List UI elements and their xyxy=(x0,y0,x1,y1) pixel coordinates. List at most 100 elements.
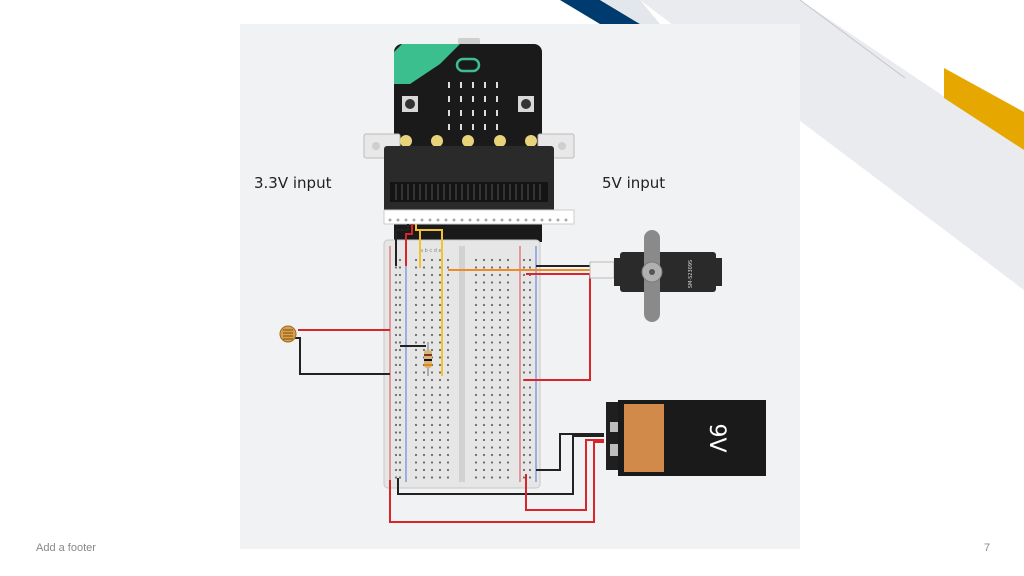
breadboard-hole xyxy=(430,453,434,457)
battery-terminal-top xyxy=(610,422,618,432)
breadboard-hole xyxy=(506,386,510,389)
breadboard-hole xyxy=(528,363,532,367)
breadboard-hole xyxy=(394,416,398,419)
breadboard-hole xyxy=(490,281,494,284)
breadboard-center-channel xyxy=(459,246,465,482)
breadboard-hole xyxy=(498,363,502,367)
breadboard-hole xyxy=(498,438,502,442)
breadboard-hole xyxy=(414,311,418,314)
breadboard-hole xyxy=(506,281,510,284)
breadboard-hole xyxy=(482,408,486,412)
breadboard-hole xyxy=(398,438,402,442)
breadboard-hole xyxy=(438,348,442,352)
breadboard-hole xyxy=(446,408,450,412)
breadboard-hole xyxy=(482,446,486,449)
breadboard-hole xyxy=(438,431,442,434)
breadboard-hole xyxy=(482,296,486,299)
breadboard-hole xyxy=(490,333,494,337)
breadboard-hole xyxy=(430,378,434,382)
breadboard-hole xyxy=(506,401,510,404)
breadboard-hole xyxy=(490,303,494,307)
breadboard-hole xyxy=(506,371,510,374)
breadboard-hole xyxy=(506,416,510,419)
breadboard-hole xyxy=(430,401,434,404)
breadboard-hole xyxy=(446,281,450,284)
circuit-diagram: a b c d e SM-S23 xyxy=(279,38,766,523)
breadboard-hole xyxy=(438,378,442,382)
breadboard-hole xyxy=(522,341,526,344)
breadboard-hole xyxy=(528,453,532,457)
breadboard-hole xyxy=(506,378,510,382)
breadboard-hole xyxy=(522,273,526,277)
breadboard-hole xyxy=(430,341,434,344)
button-a-cap xyxy=(405,99,415,109)
breadboard-hole xyxy=(430,476,434,479)
servo-flange-right xyxy=(714,258,722,286)
breadboard-hole xyxy=(430,461,434,464)
breadboard-hole xyxy=(482,363,486,367)
breadboard-hole xyxy=(490,318,494,322)
breadboard-hole xyxy=(394,423,398,427)
breadboard-hole xyxy=(522,416,526,419)
breadboard-hole xyxy=(438,393,442,397)
breadboard-hole xyxy=(482,401,486,404)
wire-red-microbit-3v xyxy=(405,224,413,266)
breadboard-hole xyxy=(394,431,398,434)
breadboard-hole xyxy=(482,281,486,284)
breadboard-hole xyxy=(422,258,426,262)
breadboard-hole xyxy=(490,356,494,359)
breadboard-hole xyxy=(394,303,398,307)
breadboard-hole xyxy=(528,318,532,322)
breadboard-hole xyxy=(528,311,532,314)
breadboard-hole xyxy=(482,461,486,464)
breadboard-hole xyxy=(446,288,450,292)
breadboard-hole xyxy=(438,453,442,457)
breadboard-hole xyxy=(490,438,494,442)
breadboard-hole xyxy=(414,326,418,329)
breadboard-hole xyxy=(398,408,402,412)
breadboard-hole xyxy=(422,281,426,284)
breadboard-hole xyxy=(498,356,502,359)
breadboard-hole xyxy=(430,258,434,262)
breadboard-hole xyxy=(430,408,434,412)
breadboard-hole xyxy=(522,266,526,269)
breadboard-hole xyxy=(498,326,502,329)
breadboard-hole xyxy=(398,296,402,299)
breadboard-hole xyxy=(522,363,526,367)
breadboard-hole xyxy=(422,416,426,419)
breadboard-hole xyxy=(528,281,532,284)
breadboard-hole xyxy=(422,393,426,397)
breadboard-hole xyxy=(422,378,426,382)
breadboard-hole xyxy=(498,423,502,427)
breadboard-hole xyxy=(522,348,526,352)
breadboard-hole xyxy=(506,296,510,299)
wire-yellow-signal xyxy=(415,224,443,376)
breadboard-hole xyxy=(430,318,434,322)
breadboard-hole xyxy=(498,281,502,284)
breadboard-hole xyxy=(506,356,510,359)
breadboard-hole xyxy=(474,266,478,269)
slide-page-number: 7 xyxy=(984,542,991,554)
breadboard-hole xyxy=(528,416,532,419)
breadboard-hole xyxy=(498,453,502,457)
breadboard-hole xyxy=(498,288,502,292)
breadboard-hole xyxy=(506,311,510,314)
breadboard-hole xyxy=(438,386,442,389)
breadboard-hole xyxy=(398,318,402,322)
photoresistor xyxy=(279,325,297,343)
breadboard-hole xyxy=(528,476,532,479)
breadboard-hole xyxy=(414,378,418,382)
breadboard-hole xyxy=(490,273,494,277)
breadboard-hole xyxy=(474,258,478,262)
breadboard-hole xyxy=(522,401,526,404)
battery-9v: 9V xyxy=(606,400,766,476)
breadboard-hole xyxy=(438,356,442,359)
breadboard-hole xyxy=(498,393,502,397)
breadboard-hole xyxy=(414,393,418,397)
breadboard-hole xyxy=(422,296,426,299)
breadboard-hole xyxy=(446,431,450,434)
breadboard-hole xyxy=(490,288,494,292)
breadboard-hole xyxy=(394,476,398,479)
battery-voltage-label: 9V xyxy=(704,423,729,452)
breadboard-hole xyxy=(474,461,478,464)
